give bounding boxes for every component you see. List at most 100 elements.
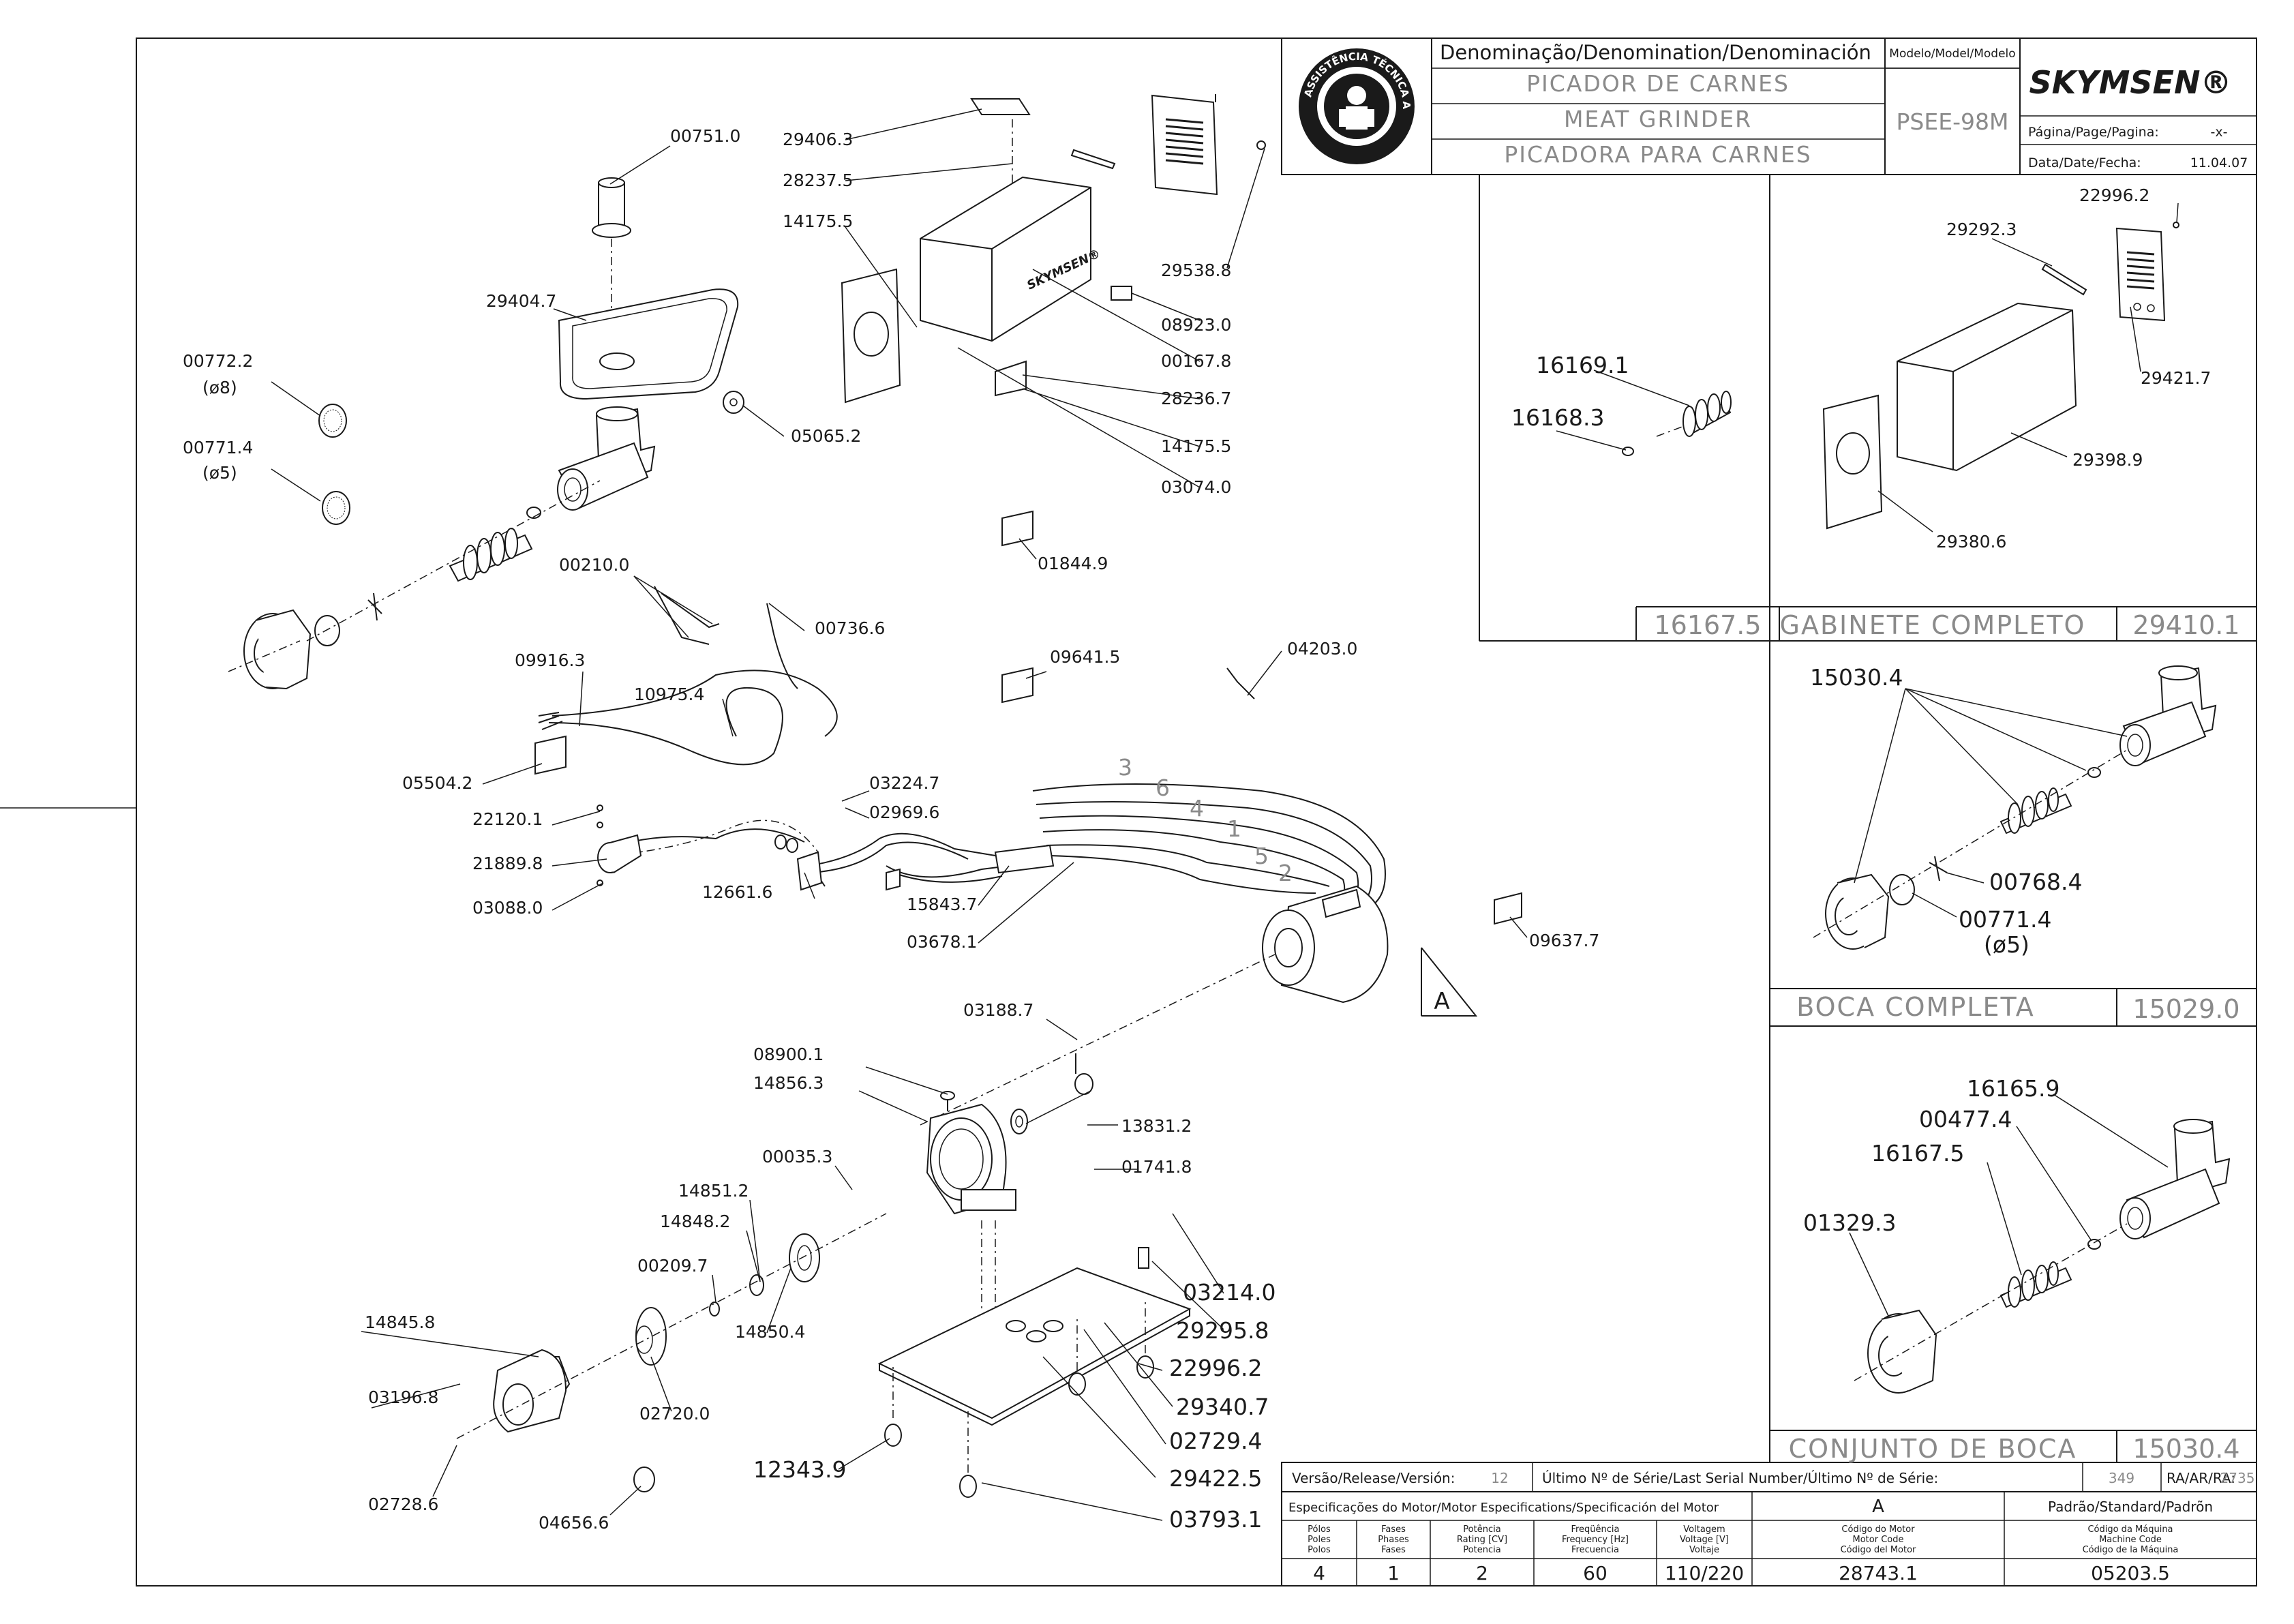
page-label: Página/Page/Pagina: xyxy=(2028,125,2159,140)
part-number-label: 01329.3 xyxy=(1803,1209,1896,1236)
part-number-label: 02969.6 xyxy=(869,802,939,822)
mouth-set-code: 15030.4 xyxy=(2132,1434,2239,1464)
part-number-label: 02720.0 xyxy=(639,1404,710,1424)
part-number-label: 29292.3 xyxy=(1946,220,2017,239)
gear-train xyxy=(456,1213,887,1492)
motor: A xyxy=(920,885,1478,1126)
part-number-label: 04203.0 xyxy=(1287,639,1357,659)
part-number-label: 14851.2 xyxy=(678,1181,749,1201)
part-number-label: Voltagem xyxy=(1683,1524,1725,1535)
part-number-label: 22120.1 xyxy=(472,809,543,829)
part-number-label: Freqüência xyxy=(1571,1524,1619,1535)
part-number-label: A xyxy=(1872,1497,1884,1517)
part-number-label: 03196.8 xyxy=(368,1387,438,1407)
page-value: -x- xyxy=(2211,125,2228,140)
part-number-label: 00772.2 xyxy=(183,351,253,371)
part-number-label: 2735 xyxy=(2220,1470,2255,1486)
part-number-label: 28236.7 xyxy=(1161,389,1231,408)
part-number-label: 29404.7 xyxy=(486,291,556,311)
part-number-label: 09916.3 xyxy=(515,650,585,670)
part-number-label: 5 xyxy=(1254,843,1269,869)
part-number-label: 16165.9 xyxy=(1967,1075,2059,1102)
date-value: 11.04.07 xyxy=(2190,155,2248,170)
part-number-label: Machine Code xyxy=(2099,1535,2162,1545)
part-number-label: 01741.8 xyxy=(1121,1157,1192,1177)
part-number-label: 29421.7 xyxy=(2141,368,2211,388)
gearbox xyxy=(926,1053,1093,1309)
part-number-label: 3 xyxy=(1118,754,1132,781)
part-number-label: 14848.2 xyxy=(660,1212,730,1231)
part-number-label: 4 xyxy=(1190,795,1204,822)
mouth-panel-drawing: 15030.4 00768.4 00771.4 (ø5) xyxy=(1810,664,2217,958)
part-number-label: Frecuencia xyxy=(1571,1545,1619,1555)
part-number-label: Código de la Máquina xyxy=(2083,1545,2179,1555)
model-value: PSEE-98M xyxy=(1897,108,2009,135)
part-number-label: 14175.5 xyxy=(1161,436,1231,456)
part-number-label: Código da Máquina xyxy=(2087,1524,2173,1535)
part-number-label: 2 xyxy=(1278,860,1293,886)
svg-text:ASSISTÊNCIA TÉCNICA AUTORIZADA: ASSISTÊNCIA TÉCNICA AUTORIZADA xyxy=(0,0,1413,110)
worm-panel-drawing: 16169.1 16168.3 xyxy=(1511,352,1732,456)
cabinet-name: GABINETE COMPLETO xyxy=(1780,610,2086,640)
part-number-label: 15030.4 xyxy=(1810,664,1903,691)
part-number-label: 00209.7 xyxy=(637,1256,708,1276)
part-number-label: Fases xyxy=(1381,1545,1406,1555)
part-number-label: Rating [CV] xyxy=(1457,1535,1507,1545)
part-number-label: 05065.2 xyxy=(791,426,861,446)
part-number-label: Motor Code xyxy=(1853,1535,1904,1545)
part-number-label: 15843.7 xyxy=(907,894,977,914)
part-number-label: Especificações do Motor/Motor Especifica… xyxy=(1288,1501,1719,1515)
part-number-label: 2 xyxy=(1476,1562,1488,1584)
cabinet-panel-drawing: 22996.2 29292.3 29421.7 29398.9 29380.6 xyxy=(1822,185,2211,552)
part-number-label: 00210.0 xyxy=(559,555,629,575)
part-number-label: 6 xyxy=(1156,775,1170,801)
main-callouts xyxy=(271,108,1528,1521)
part-number-label: 02729.4 xyxy=(1169,1428,1262,1454)
base-plate xyxy=(877,1247,1192,1498)
part-number-label: 16169.1 xyxy=(1536,352,1629,378)
part-number-label: 03793.1 xyxy=(1169,1506,1262,1533)
part-number-label: Código do Motor xyxy=(1841,1524,1915,1535)
part-number-label: 14850.4 xyxy=(735,1322,805,1342)
part-number-label: 09637.7 xyxy=(1529,931,1599,950)
part-number-label: 21889.8 xyxy=(472,854,543,873)
part-number-label: 29406.3 xyxy=(783,130,853,149)
part-number-label: 00768.4 xyxy=(1989,869,2082,895)
part-number-label: 14175.5 xyxy=(783,211,853,231)
main-part-labels: 00751.0 29404.7 00772.2 (ø8) 00771.4 (ø5… xyxy=(183,126,1599,1533)
part-number-label: 08923.0 xyxy=(1161,315,1231,335)
part-number-label: 14856.3 xyxy=(753,1073,824,1093)
mouth-set-panel-drawing: 16165.9 00477.4 16167.5 01329.3 xyxy=(1803,1075,2231,1394)
part-number-label: 03214.0 xyxy=(1183,1279,1276,1306)
part-number-label: 09641.5 xyxy=(1050,647,1120,667)
name-en: MEAT GRINDER xyxy=(1564,106,1752,132)
title-block: Denominação/Denomination/Denominación PI… xyxy=(0,0,2257,175)
part-number-label: 00771.4 xyxy=(1959,906,2051,933)
mouth-set-name: CONJUNTO DE BOCA xyxy=(1789,1434,2077,1464)
part-number-label: 00167.8 xyxy=(1161,351,1231,371)
part-number-label: Fases xyxy=(1381,1524,1406,1535)
part-number-label: 10975.4 xyxy=(634,685,704,704)
part-number-label: 12661.6 xyxy=(702,882,772,902)
part-number-label: 03074.0 xyxy=(1161,477,1231,497)
part-number-label: 29398.9 xyxy=(2072,450,2143,470)
part-number-label: RA/AR/RA: xyxy=(2167,1470,2235,1486)
part-number-label: 16168.3 xyxy=(1511,404,1604,431)
part-number-label: Phases xyxy=(1378,1535,1409,1545)
cabinet-ref: 16167.5 xyxy=(1654,610,1761,640)
part-number-label: (ø5) xyxy=(202,463,237,483)
part-number-label: (ø5) xyxy=(1984,931,2029,958)
part-number-label: Potência xyxy=(1463,1524,1500,1535)
mouth-name: BOCA COMPLETA xyxy=(1796,992,2035,1022)
part-number-label: 12 xyxy=(1491,1470,1508,1486)
part-number-label: 349 xyxy=(2109,1470,2134,1486)
part-number-label: 14845.8 xyxy=(365,1312,435,1332)
part-number-label: 02728.6 xyxy=(368,1494,438,1514)
part-number-label: 4 xyxy=(1313,1562,1325,1584)
denomination-header: Denominação/Denomination/Denominación xyxy=(1440,41,1871,64)
part-number-label: Padrão/Standard/Padrõn xyxy=(2048,1499,2213,1515)
label-stickers xyxy=(534,510,1522,925)
hopper-assembly xyxy=(558,177,739,400)
cabinet-code: 29410.1 xyxy=(2132,610,2239,640)
